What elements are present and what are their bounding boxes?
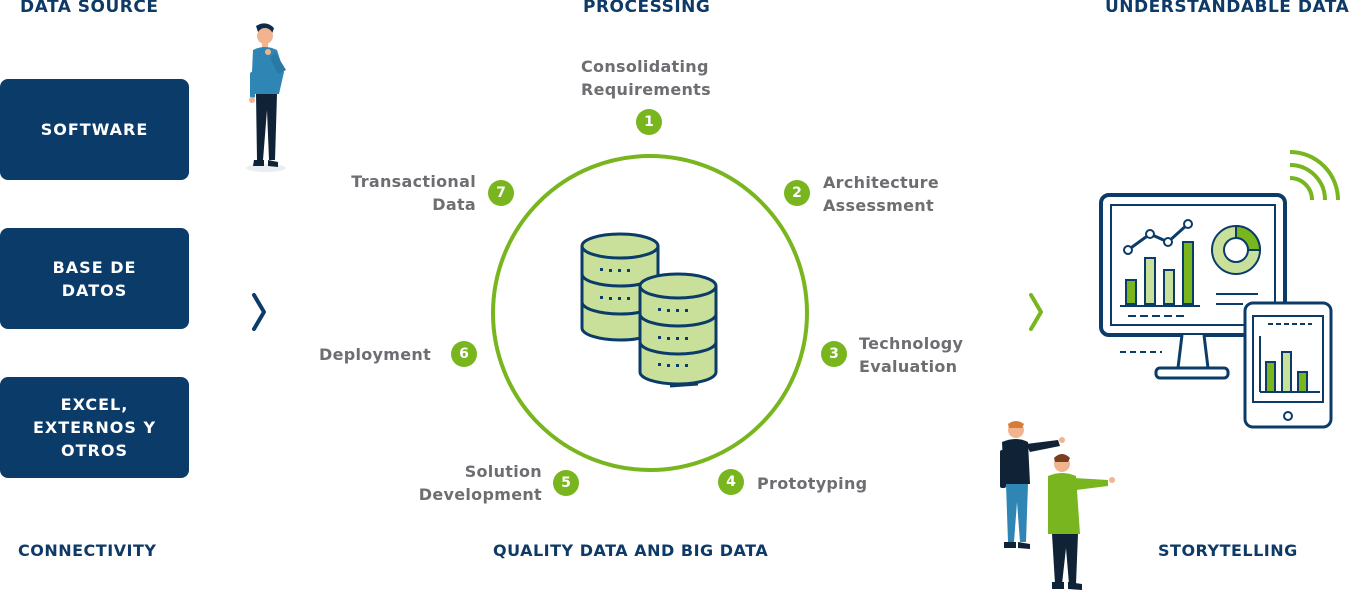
source-software: SOFTWARE [0,79,189,180]
processing-cycle-ring [491,154,809,472]
source-software-label: SOFTWARE [40,120,149,139]
source-excel: EXCEL, EXTERNOS Y OTROS [0,377,189,478]
step-label-technology: Technology Evaluation [859,334,964,376]
step-label-consolidating: Consolidating Requirements [581,57,711,99]
source-excel-label: EXCEL, EXTERNOS Y OTROS [32,395,157,460]
presenting-people-illustration [996,418,1120,592]
dashboard-monitor-icon [1098,192,1288,384]
chevron-right-icon [252,293,266,331]
source-database: BASE DE DATOS [0,228,189,329]
tablet-chart-icon [1242,300,1334,430]
step-badge-5: 5 [553,470,579,496]
header-processing: PROCESSING [583,0,711,17]
step-badge-1: 1 [636,109,662,135]
step-badge-2: 2 [784,180,810,206]
chevron-right-icon [1029,293,1043,331]
step-label-deployment: Deployment [319,345,432,364]
step-label-solution: Solution Development [418,462,542,504]
footer-storytelling: STORYTELLING [1158,541,1298,560]
database-icon [578,232,722,392]
wifi-signal-icon [1286,148,1342,204]
footer-connectivity: CONNECTIVITY [18,541,157,560]
step-label-transactional: Transactional Data [351,172,476,214]
step-label-architecture: Architecture Assessment [823,173,939,215]
step-badge-3: 3 [821,341,847,367]
step-badge-7: 7 [488,180,514,206]
thinking-person-illustration [244,22,296,174]
source-database-label: BASE DE DATOS [52,257,137,300]
header-understandable-data: UNDERSTANDABLE DATA [1105,0,1350,17]
footer-quality: QUALITY DATA AND BIG DATA [493,541,769,560]
header-data-source: DATA SOURCE [20,0,159,17]
step-badge-6: 6 [451,341,477,367]
step-label-prototyping: Prototyping [757,474,868,493]
step-badge-4: 4 [718,469,744,495]
